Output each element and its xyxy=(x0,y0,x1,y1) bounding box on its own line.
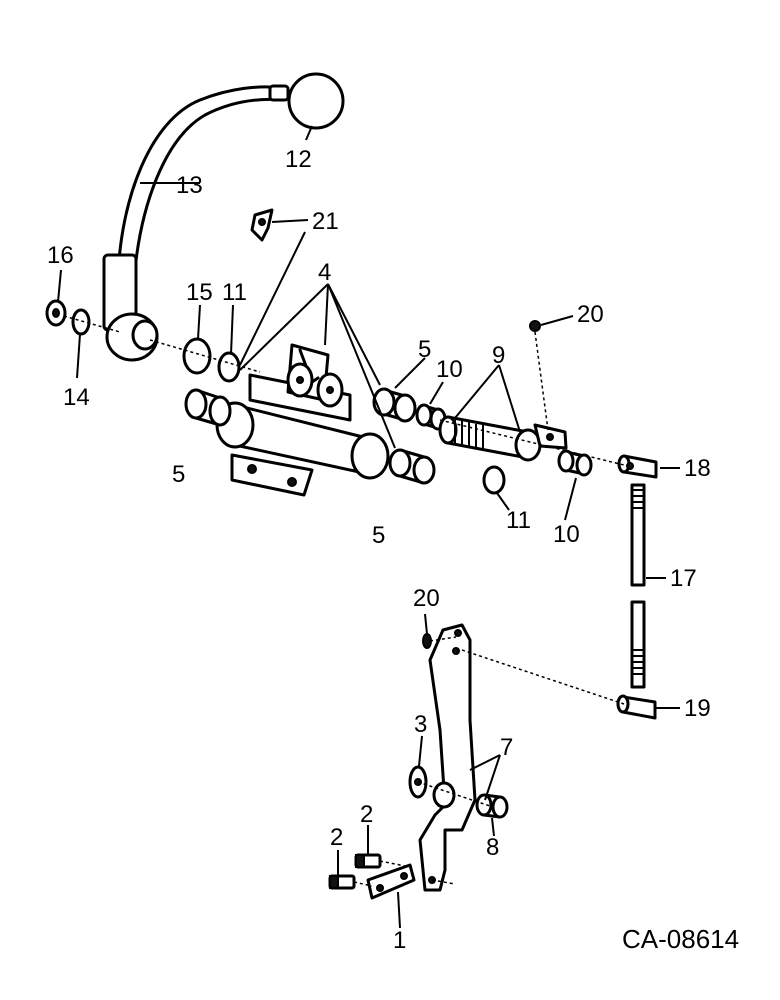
callout-19: 19 xyxy=(684,695,711,722)
part-14-snap-ring xyxy=(71,308,91,336)
part-16-washer xyxy=(45,299,67,327)
callout-2-upper: 2 xyxy=(360,801,373,828)
callout-8: 8 xyxy=(486,834,499,861)
callout-1: 1 xyxy=(393,927,406,954)
part-8-bushing xyxy=(475,793,509,819)
callout-17: 17 xyxy=(670,565,697,592)
part-7-lever xyxy=(418,623,477,892)
callouts: 12 13 21 16 15 11 4 14 20 5 10 9 5 18 11… xyxy=(47,146,711,954)
callout-15: 15 xyxy=(186,279,213,306)
part-11-snap-ring-left xyxy=(217,351,241,383)
callout-20-lower: 20 xyxy=(413,585,440,612)
drawing-reference: CA-08614 xyxy=(622,924,739,954)
part-11-snap-ring-right xyxy=(482,465,506,495)
part-2-bolt-upper xyxy=(354,853,382,869)
callout-21: 21 xyxy=(312,208,339,235)
callout-13: 13 xyxy=(176,172,203,199)
part-5-bushing-left xyxy=(184,388,232,427)
part-2-bolt-lower xyxy=(328,874,356,890)
callout-20-upper: 20 xyxy=(577,301,604,328)
part-1-pin xyxy=(366,863,416,900)
part-4-housing xyxy=(215,343,390,497)
callout-18: 18 xyxy=(684,455,711,482)
callout-3: 3 xyxy=(414,711,427,738)
callout-10-bottom: 10 xyxy=(553,521,580,548)
leader-lines xyxy=(57,125,680,929)
callout-14: 14 xyxy=(63,384,90,411)
part-12-knob xyxy=(287,72,345,130)
callout-2-lower: 2 xyxy=(330,824,343,851)
callout-11-right: 11 xyxy=(506,507,531,534)
part-5-bushing-right-lower xyxy=(388,448,436,485)
callout-11-left: 11 xyxy=(222,279,247,306)
part-15-ring xyxy=(182,337,212,375)
callout-5-bottom: 5 xyxy=(372,522,385,549)
part-10-bushing-right xyxy=(557,449,593,477)
part-20-clip-upper xyxy=(529,320,541,332)
callout-12: 12 xyxy=(285,146,312,173)
part-19-rod-end xyxy=(616,694,657,720)
part-13-lever xyxy=(102,84,290,362)
callout-10-top: 10 xyxy=(436,356,463,383)
part-17-rod xyxy=(630,483,646,689)
part-5-bushing-right-upper xyxy=(372,387,417,423)
callout-16: 16 xyxy=(47,242,74,269)
callout-9: 9 xyxy=(492,342,505,369)
callout-7: 7 xyxy=(500,734,513,761)
callout-5-left: 5 xyxy=(172,461,185,488)
alignment-lines xyxy=(63,315,625,887)
callout-5-top: 5 xyxy=(418,336,431,363)
part-20-clip-lower xyxy=(422,633,432,649)
part-18-rod-end xyxy=(617,454,658,479)
part-21-fitting xyxy=(250,208,274,242)
part-9-shaft xyxy=(438,415,568,462)
callout-4: 4 xyxy=(318,259,331,286)
